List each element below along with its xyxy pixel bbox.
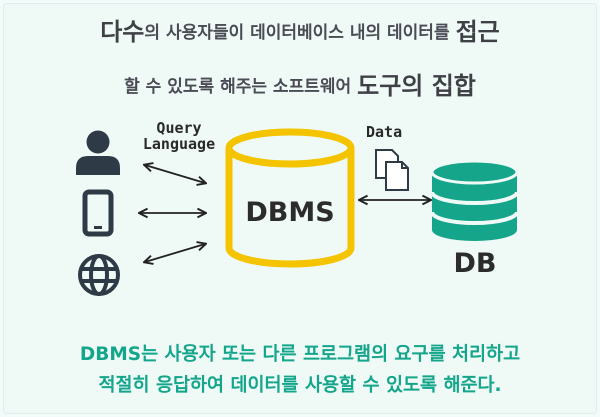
query-label-line-1: Query xyxy=(156,119,202,137)
query-language-label: Query Language xyxy=(134,120,224,152)
caption-line-2: 적절히 응답하여 데이터를 사용할 수 있도록 해준다. xyxy=(98,375,502,396)
arrow-user-dbms xyxy=(145,165,205,183)
mobile-device-icon xyxy=(82,189,114,237)
title-emphasis-toolset: 도구의 집합 xyxy=(357,72,476,100)
title-text-2: 할 수 있도록 해주는 소프트웨어 xyxy=(124,77,352,97)
query-label-line-2: Language xyxy=(142,135,216,153)
title-text-1: 의 사용자들이 데이터베이스 내의 데이터를 xyxy=(144,23,450,43)
dbms-cylinder xyxy=(225,128,355,268)
db-cylinder xyxy=(430,159,519,241)
user-icon xyxy=(76,130,120,175)
query-arrows xyxy=(140,165,205,262)
title-emphasis-many: 다수 xyxy=(100,18,145,46)
caption-line-1: DBMS는 사용자 또는 다른 프로그램의 요구를 처리하고 xyxy=(79,344,521,365)
globe-icon xyxy=(78,254,120,296)
document-icon xyxy=(375,149,409,191)
dbms-label: DBMS xyxy=(245,197,335,228)
data-label: Data xyxy=(366,123,403,141)
db-label: DB xyxy=(453,248,497,279)
title-emphasis-access: 접근 xyxy=(455,18,500,46)
arrow-web-dbms xyxy=(145,244,205,262)
